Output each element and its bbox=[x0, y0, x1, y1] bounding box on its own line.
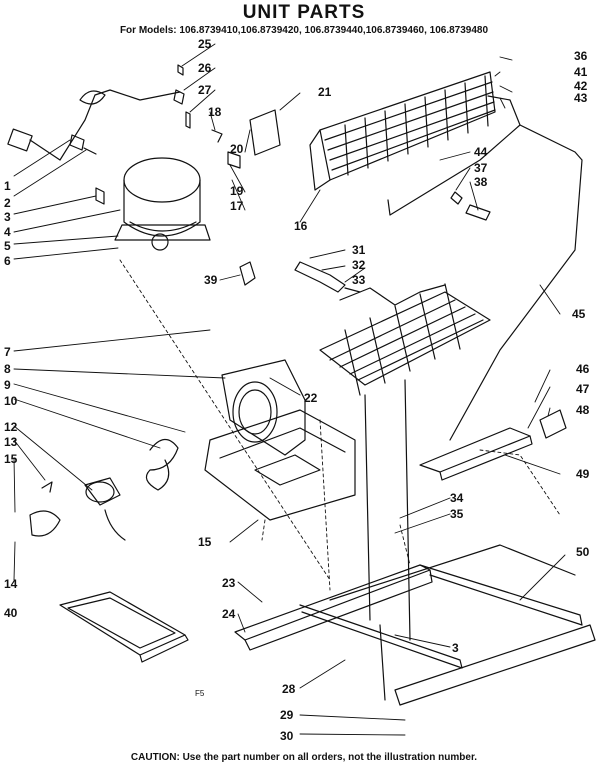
callout-50: 50 bbox=[576, 545, 590, 559]
callout-43: 43 bbox=[574, 91, 588, 105]
callout-12: 12 bbox=[4, 420, 18, 434]
callout-36: 36 bbox=[574, 49, 588, 63]
base-frame bbox=[234, 544, 596, 706]
callout-10: 10 bbox=[4, 394, 18, 408]
callout-20: 20 bbox=[230, 142, 244, 156]
callout-38: 38 bbox=[474, 175, 488, 189]
fan-blade-and-motor bbox=[29, 438, 179, 541]
callout-32: 32 bbox=[352, 258, 366, 272]
callout-9: 9 bbox=[4, 378, 11, 392]
callout-1: 1 bbox=[4, 179, 11, 193]
callout-19: 19 bbox=[230, 184, 244, 198]
callout-41: 41 bbox=[574, 65, 588, 79]
callout-29: 29 bbox=[280, 708, 294, 722]
callout-17: 17 bbox=[230, 199, 244, 213]
callout-numbers: 2526271821364142434437381234561617192039… bbox=[4, 37, 590, 743]
callout-48: 48 bbox=[576, 403, 590, 417]
callout-35: 35 bbox=[450, 507, 464, 521]
callout-21: 21 bbox=[318, 85, 332, 99]
callout-2: 2 bbox=[4, 196, 11, 210]
power-cord bbox=[7, 89, 181, 161]
callout-49: 49 bbox=[576, 467, 590, 481]
callout-42: 42 bbox=[574, 79, 588, 93]
fan-shroud bbox=[204, 359, 356, 521]
callout-28: 28 bbox=[282, 682, 296, 696]
callout-3: 3 bbox=[4, 210, 11, 224]
callout-45: 45 bbox=[572, 307, 586, 321]
callout-39: 39 bbox=[204, 273, 218, 287]
callout-8: 8 bbox=[4, 362, 11, 376]
caution-note: CAUTION: Use the part number on all orde… bbox=[130, 752, 478, 763]
callout-47: 47 bbox=[576, 382, 590, 396]
leader-lines bbox=[119, 259, 561, 591]
callout-24: 24 bbox=[222, 607, 236, 621]
drain-pan bbox=[59, 591, 189, 663]
callout-14: 14 bbox=[4, 577, 18, 591]
callout-18: 18 bbox=[208, 105, 222, 119]
callout-22: 22 bbox=[304, 391, 318, 405]
callout-40: 40 bbox=[4, 606, 18, 620]
callout-6: 6 bbox=[4, 254, 11, 268]
callout-34: 34 bbox=[450, 491, 464, 505]
page-title: UNIT PARTS bbox=[242, 2, 366, 23]
compressor bbox=[114, 157, 211, 251]
callout-7: 7 bbox=[4, 345, 11, 359]
callout-15: 15 bbox=[198, 535, 212, 549]
callout-31: 31 bbox=[352, 243, 366, 257]
callout-37: 37 bbox=[474, 161, 488, 175]
model-list: For Models: 106.8739410,106.8739420, 106… bbox=[119, 25, 489, 36]
callout-27: 27 bbox=[198, 83, 212, 97]
callout-46: 46 bbox=[576, 362, 590, 376]
callout-13: 13 bbox=[4, 435, 18, 449]
callout-44: 44 bbox=[474, 145, 488, 159]
callout-26: 26 bbox=[198, 61, 212, 75]
callout-3: 3 bbox=[452, 641, 459, 655]
callout-15: 15 bbox=[4, 452, 18, 466]
mounting-bracket bbox=[419, 409, 567, 481]
page-mark: F5 bbox=[195, 689, 205, 698]
callout-4: 4 bbox=[4, 225, 11, 239]
filter-drier bbox=[294, 261, 361, 293]
callout-25: 25 bbox=[198, 37, 212, 51]
callout-33: 33 bbox=[352, 273, 366, 287]
callout-5: 5 bbox=[4, 239, 11, 253]
callout-leaders bbox=[13, 43, 566, 736]
callout-23: 23 bbox=[222, 576, 236, 590]
callout-30: 30 bbox=[280, 729, 294, 743]
callout-16: 16 bbox=[294, 219, 308, 233]
condenser-coil bbox=[309, 71, 583, 441]
small-fasteners bbox=[69, 64, 491, 286]
